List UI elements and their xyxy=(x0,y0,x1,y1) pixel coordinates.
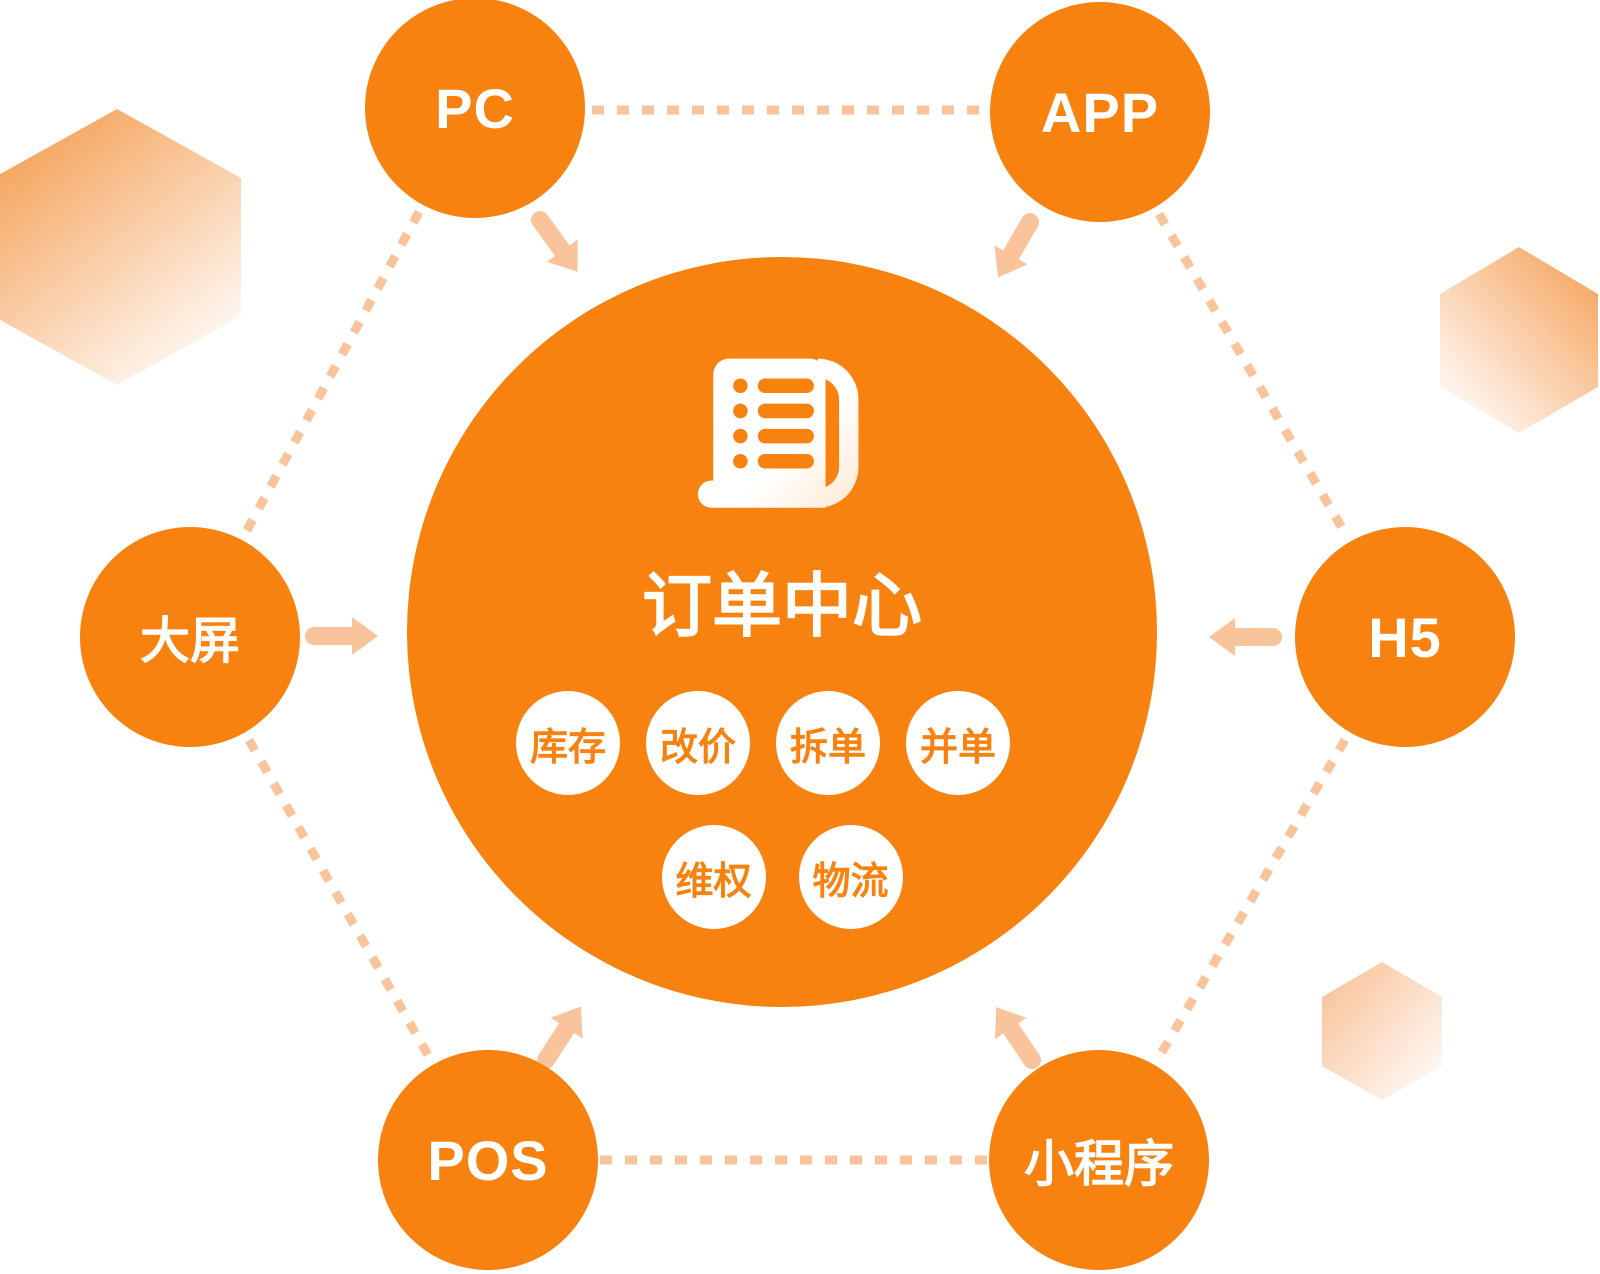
feature-chip-merge-order: 并单 xyxy=(906,691,1010,795)
node-app-label: APP xyxy=(1040,80,1160,144)
decor-hexagon-bottom-right xyxy=(1322,962,1442,1100)
node-pos: POS xyxy=(378,1050,598,1270)
node-h5-label: H5 xyxy=(1368,605,1442,669)
node-big-screen: 大屏 xyxy=(80,527,300,747)
hub-title: 订单中心 xyxy=(642,567,922,645)
order-center-hub: 订单中心 库存 改价 拆单 并单 维权 物流 xyxy=(407,257,1157,1007)
feature-chip-reprice: 改价 xyxy=(646,691,750,795)
feature-chip-inventory: 库存 xyxy=(516,691,620,795)
feature-chip-row-2: 维权 物流 xyxy=(661,825,903,929)
feature-chip-rights-protection: 维权 xyxy=(661,825,766,929)
order-list-scroll-icon xyxy=(697,358,859,508)
connector-h5-miniprogram xyxy=(1155,737,1349,1060)
connector-pc-bigscreen xyxy=(242,209,423,535)
decor-hexagon-top-left xyxy=(0,109,241,385)
feature-chip-row-1: 库存 改价 拆单 并单 xyxy=(516,691,1010,795)
feature-chip-logistics: 物流 xyxy=(798,825,903,929)
node-pc-label: PC xyxy=(435,76,515,140)
arrow-bigscreen-to-center-icon xyxy=(305,617,378,655)
arrow-h5-to-center-icon xyxy=(1209,618,1282,656)
node-app: APP xyxy=(990,2,1210,222)
feature-chip-split-order: 拆单 xyxy=(776,691,880,795)
node-pos-label: POS xyxy=(427,1128,549,1192)
connector-app-h5 xyxy=(1155,211,1349,536)
node-pc: PC xyxy=(365,0,585,218)
node-mini-program-label: 小程序 xyxy=(1024,1136,1174,1192)
node-mini-program: 小程序 xyxy=(989,1050,1209,1270)
node-h5: H5 xyxy=(1295,527,1515,747)
decor-hexagon-right xyxy=(1440,247,1598,433)
arrow-app-to-center-icon xyxy=(981,204,1051,287)
node-big-screen-label: 大屏 xyxy=(140,613,240,669)
arrow-pc-to-center-icon xyxy=(519,201,593,283)
connector-bigscreen-pos xyxy=(245,737,433,1060)
